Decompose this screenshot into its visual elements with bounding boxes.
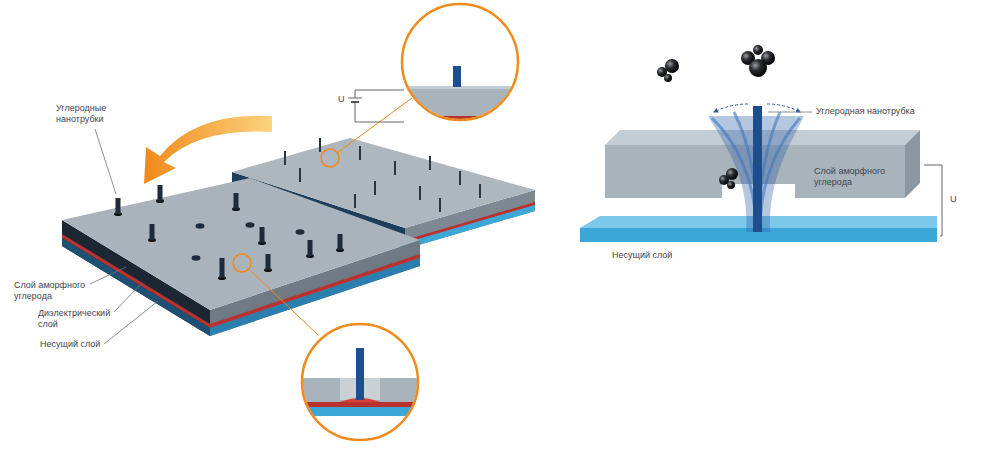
atom (664, 74, 672, 82)
nanotube (374, 181, 376, 195)
part-label: U (338, 94, 348, 105)
voltage-bracket (924, 165, 942, 236)
part-label: Углеродная нанотрубка (816, 106, 936, 117)
carrier-layer (295, 407, 435, 416)
nanotube (148, 224, 156, 242)
nanotube (453, 66, 461, 87)
nanotube (264, 254, 272, 272)
nanotube (156, 185, 164, 203)
wire (355, 90, 404, 98)
zoom-border (302, 324, 418, 440)
leader-line (114, 285, 140, 312)
zoom-marker (321, 149, 339, 167)
nanotube (419, 186, 421, 200)
atom (749, 59, 767, 77)
nanotube (299, 168, 301, 182)
zoom-line (249, 269, 318, 335)
nanotube-stub (246, 222, 255, 228)
nanotube (258, 227, 266, 245)
nanotube (459, 171, 461, 185)
amorphous-carbon-edge (395, 86, 535, 89)
nanotube-stub (196, 223, 205, 229)
zoom-border (402, 4, 518, 120)
nanotube (356, 348, 364, 400)
nanotube (429, 156, 431, 170)
nanotube (232, 193, 240, 211)
amorphous-carbon-side (905, 130, 920, 198)
nanotube (336, 234, 344, 252)
carrier-layer (395, 121, 535, 129)
nanotube (114, 198, 122, 216)
nanotube (284, 151, 286, 165)
front-slab (62, 178, 420, 336)
nanotubes (114, 185, 344, 280)
leader-line (768, 112, 812, 113)
nanotube (479, 184, 481, 198)
part-label: Несущий слой (612, 250, 732, 261)
nanotube (439, 198, 441, 212)
nanotube (319, 138, 321, 152)
nanotube (753, 106, 762, 232)
nanotubes (285, 138, 480, 212)
nanotube-ghost (712, 118, 756, 228)
voltage-source (348, 90, 404, 122)
part-label: Несущий слой (40, 339, 110, 350)
transfer-arrow (144, 116, 272, 184)
zoom-circle-top (395, 4, 535, 129)
wire (355, 102, 404, 122)
part-label: Слой аморфного углерода (14, 280, 90, 302)
part-label: Углеродные нанотрубки (56, 103, 126, 125)
leader-line (95, 129, 116, 194)
zoom-marker (233, 254, 251, 272)
nanotube-stub (296, 229, 305, 235)
nanotube (218, 258, 226, 280)
nanotube-ghost (760, 118, 800, 228)
swing-arrows (714, 104, 800, 112)
nanotube-stub (192, 255, 201, 261)
amorphous-carbon (295, 378, 435, 402)
leader-line (90, 267, 126, 284)
part-label: Слой аморфного углерода (814, 166, 900, 188)
leader-line (104, 301, 158, 344)
part-label: U (950, 194, 964, 205)
nanotube (306, 240, 314, 258)
atom (726, 168, 738, 180)
zoom-circle-bottom (295, 324, 435, 440)
atom (753, 45, 763, 55)
zoom-line (337, 98, 412, 153)
amorphous-carbon-top (62, 178, 420, 310)
atom (727, 181, 735, 189)
nanotube (354, 194, 356, 208)
part-label: Диэлектрический слой (38, 308, 114, 330)
atom (665, 59, 679, 73)
nanotube (359, 146, 361, 160)
battery-plate (348, 98, 362, 99)
swing-arrow (714, 104, 748, 112)
nanotube (394, 161, 396, 175)
process-illustration (580, 45, 942, 242)
molecules (657, 45, 775, 189)
swing-arrow (767, 104, 800, 112)
